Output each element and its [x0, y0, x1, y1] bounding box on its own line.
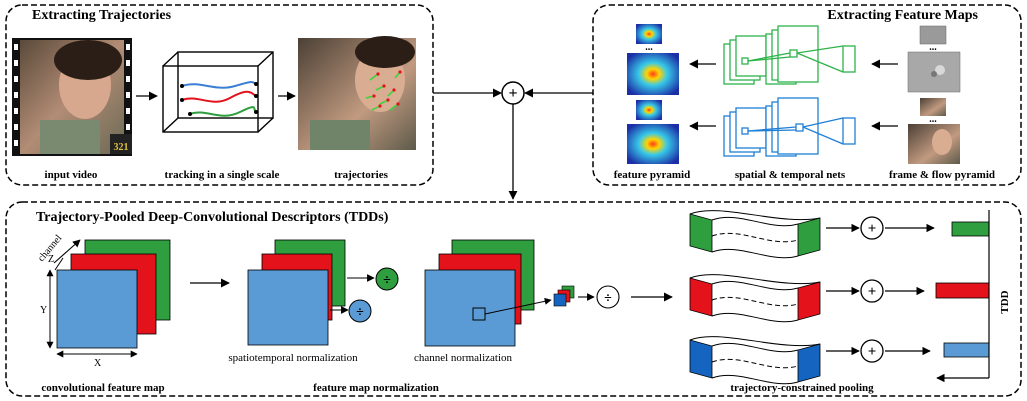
panel-tdds: [5, 201, 1022, 397]
divide-blue: [348, 299, 372, 323]
tracked-trajectories: [181, 81, 257, 117]
label-y: Y: [40, 305, 47, 316]
label-conv-map: convolutional feature map: [41, 382, 164, 394]
label-x: X: [94, 358, 102, 369]
panel-extracting-feature-maps: [592, 4, 1022, 186]
trajectory-tube-blue: [689, 336, 821, 385]
label-trajectories: trajectories: [334, 169, 388, 181]
title-extracting-trajectories: Extracting Trajectories: [32, 8, 172, 23]
sum-red: [860, 279, 884, 303]
label-frame-flow-pyramid: frame & flow pyramid: [889, 169, 995, 181]
frame-pyramid: ...: [908, 98, 960, 164]
label-tdd: TDD: [999, 290, 1011, 313]
divide-channel-symbol: ÷: [604, 291, 612, 306]
trajectories-thumbnail: [298, 36, 416, 150]
label-spatiotemporal: spatiotemporal normalization: [228, 352, 358, 364]
divide-blue-symbol: ÷: [356, 305, 364, 320]
temporal-net: [723, 25, 856, 85]
arrow-channel-zoom: [484, 297, 552, 315]
sum-blue: [860, 339, 884, 363]
label-feature-pyramid: feature pyramid: [614, 169, 690, 181]
svg-text:...: ...: [929, 114, 937, 125]
axis-z: [54, 257, 64, 271]
svg-text:+: +: [868, 344, 877, 360]
conv-feature-map: [56, 239, 171, 349]
flow-pyramid: ...: [907, 25, 961, 93]
label-tcp: trajectory-constrained pooling: [730, 382, 874, 394]
svg-text:...: ...: [645, 42, 653, 53]
divide-green: [375, 267, 399, 291]
spatial-net: [723, 97, 856, 157]
trajectory-tube-green: [689, 210, 821, 259]
label-input-video: input video: [45, 169, 98, 181]
svg-text:+: +: [868, 221, 877, 237]
input-video-thumbnail: 321: [12, 38, 132, 156]
label-tracking: tracking in a single scale: [165, 169, 280, 181]
svg-text:+: +: [868, 284, 877, 300]
feature-pyramid-heatmaps: ... ...: [627, 24, 679, 164]
label-z: Z: [48, 254, 54, 265]
spatiotemporal-norm-map: [247, 239, 346, 346]
label-nets: spatial & temporal nets: [735, 169, 846, 181]
tdd-bar-blue: [943, 342, 990, 358]
channel-zoom-stack: [553, 285, 575, 307]
film-badge: 321: [114, 142, 129, 153]
axis-channel: [53, 239, 81, 264]
svg-text:...: ...: [645, 118, 653, 129]
title-tdds: Trajectory-Pooled Deep-Convolutional Des…: [36, 210, 389, 225]
divide-green-symbol: ÷: [383, 273, 391, 288]
sum-green: [860, 216, 884, 240]
title-extracting-feature-maps: Extracting Feature Maps: [827, 8, 978, 23]
channel-norm-map: [424, 239, 535, 347]
tdd-bar-red: [935, 282, 990, 299]
trajectory-tube-red: [689, 274, 821, 323]
sum-operator-top-symbol: +: [508, 85, 517, 102]
tracking-box-3d: [162, 51, 274, 133]
tdd-bar-green: [951, 221, 990, 237]
label-channel-norm: channel normalization: [414, 352, 513, 364]
svg-text:...: ...: [929, 42, 937, 53]
label-fm-norm: feature map normalization: [313, 382, 439, 394]
divide-channel: [596, 285, 620, 309]
